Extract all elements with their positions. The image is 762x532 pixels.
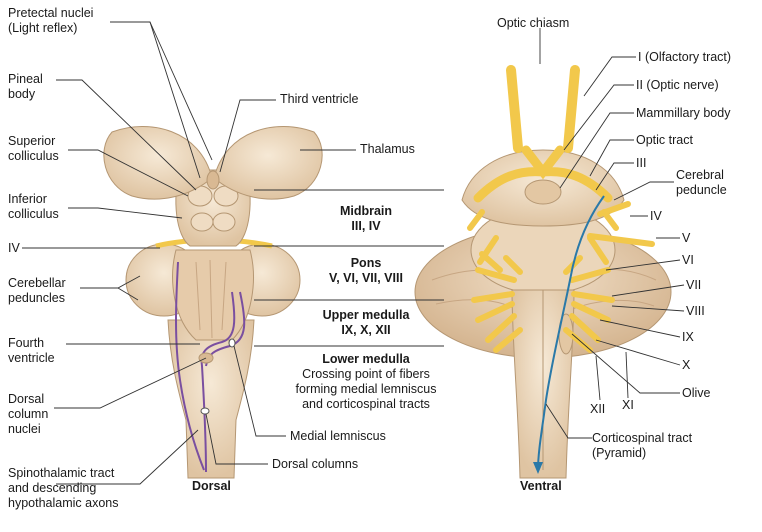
ventral-view <box>414 65 672 479</box>
label-optic-tract: Optic tract <box>636 133 693 147</box>
mammillary-shape <box>524 179 562 205</box>
label-cerebellar-peduncles: Cerebellar peduncles <box>8 276 66 305</box>
label-ventral-vii: VII <box>686 278 702 292</box>
dorsal-fourth-ventricle-floor <box>172 249 254 341</box>
label-inferior-colliculus: Inferior colliculus <box>8 192 59 221</box>
label-upper-medulla-nerves: IX, X, XII <box>341 323 391 337</box>
label-pons: Pons <box>350 256 382 270</box>
label-olive: Olive <box>682 386 711 400</box>
label-dorsal-column-nuclei: Dorsal column nuclei <box>8 392 49 436</box>
label-thalamus: Thalamus <box>360 142 415 156</box>
label-optic-nerve: II (Optic nerve) <box>636 78 719 92</box>
label-dorsal-iv: IV <box>8 241 20 255</box>
label-ventral-iii: III <box>636 156 647 170</box>
label-ventral-xii: XII <box>590 402 606 416</box>
label-dorsal-title: Dorsal <box>192 479 231 493</box>
label-ventral-iv: IV <box>650 209 662 223</box>
label-lower-medulla: Lower medulla <box>322 352 410 366</box>
olfactory-tracts <box>506 65 580 153</box>
pineal-body-shape <box>206 170 220 190</box>
label-ventral-xi: XI <box>622 398 634 412</box>
label-upper-medulla: Upper medulla <box>322 308 410 322</box>
label-olfactory-tract: I (Olfactory tract) <box>638 50 732 64</box>
label-pineal-body: Pineal body <box>8 72 43 101</box>
label-midbrain-nerves: III, IV <box>351 219 381 233</box>
medial-lemniscus-marker <box>228 338 236 348</box>
inferior-colliculus-left <box>190 212 214 232</box>
dorsal-fourth-ventricle-lines <box>195 259 227 339</box>
label-spinothalamic-tract: Spinothalamic tract and descending hypot… <box>8 466 119 510</box>
leader-lines <box>22 21 685 485</box>
label-third-ventricle: Third ventricle <box>280 92 359 106</box>
label-pons-nerves: V, VI, VII, VIII <box>329 271 403 285</box>
inferior-colliculus-right <box>212 212 236 232</box>
label-optic-chiasm: Optic chiasm <box>497 16 570 30</box>
dorsal-view <box>103 126 323 479</box>
label-ventral-v: V <box>682 231 691 245</box>
dorsal-columns-marker <box>200 407 210 415</box>
label-ventral-title: Ventral <box>520 479 562 493</box>
label-midbrain: Midbrain <box>339 204 393 218</box>
label-superior-colliculus: Superior colliculus <box>8 134 59 163</box>
label-ventral-vi: VI <box>682 253 694 267</box>
label-ventral-x: X <box>682 358 691 372</box>
label-mammillary-body: Mammillary body <box>636 106 731 120</box>
level-lines <box>254 189 444 347</box>
label-cerebral-peduncle: Cerebral peduncle <box>676 168 727 197</box>
dorsal-thalamus-left <box>103 126 213 200</box>
optic-apparatus <box>473 145 613 203</box>
label-corticospinal-tract: Corticospinal tract (Pyramid) <box>592 431 693 460</box>
dorsal-purple-tract-1 <box>175 261 205 471</box>
corticospinal-tract-line <box>537 195 605 471</box>
label-ventral-viii: VIII <box>686 304 705 318</box>
dorsal-thalamus-right <box>213 126 323 200</box>
label-medial-lemniscus: Medial lemniscus <box>290 429 386 443</box>
corticospinal-arrowhead <box>533 462 543 474</box>
label-lower-medulla-desc: Crossing point of fibers forming medial … <box>295 367 437 411</box>
label-dorsal-columns: Dorsal columns <box>272 457 359 471</box>
label-ventral-ix: IX <box>682 330 694 344</box>
label-pretectal-nuclei: Pretectal nuclei (Light reflex) <box>8 6 94 35</box>
label-fourth-ventricle: Fourth ventricle <box>8 336 55 365</box>
